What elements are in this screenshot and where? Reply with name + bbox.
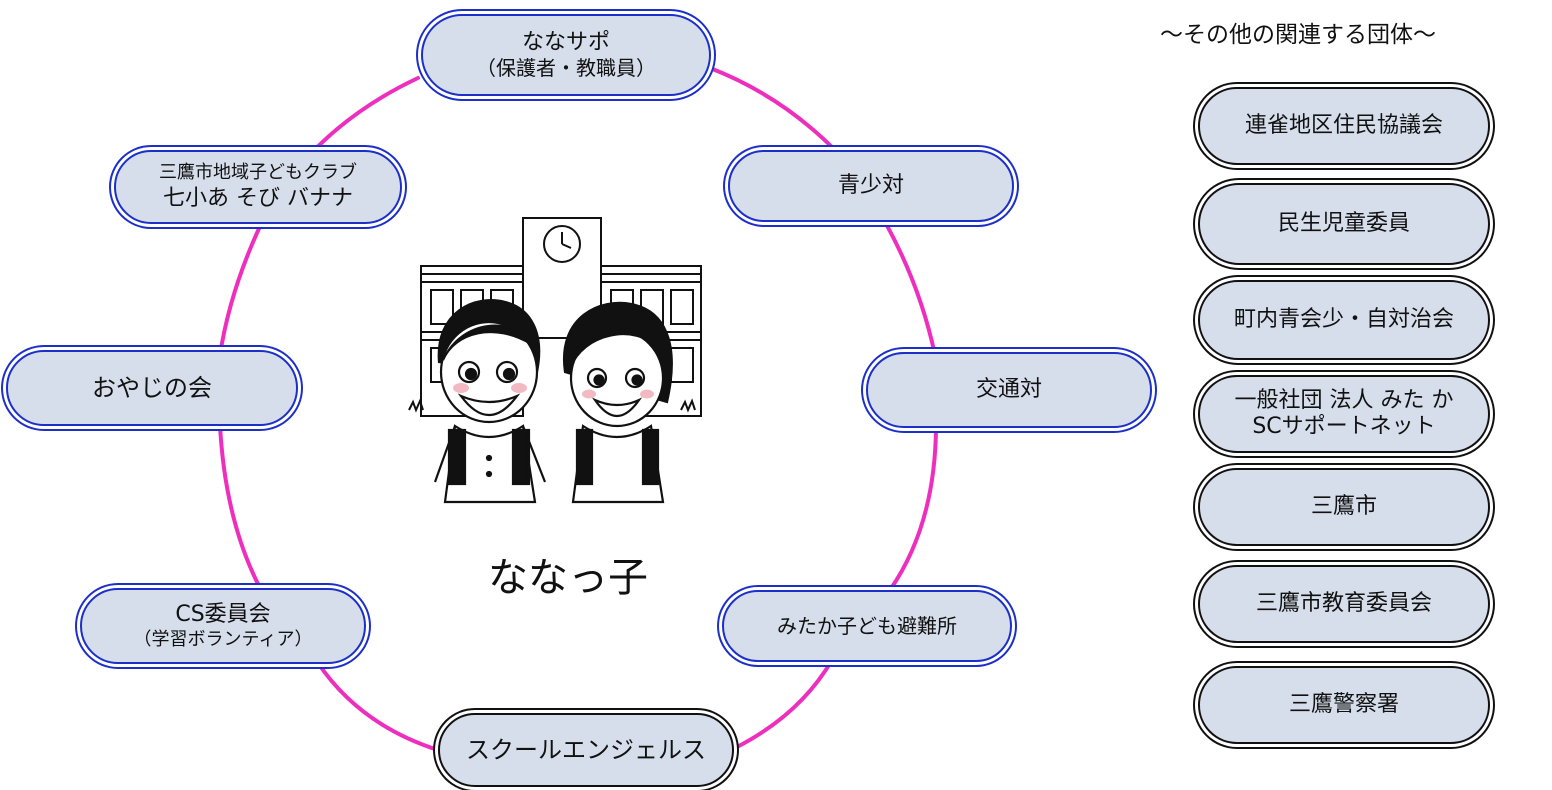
ring-segment [888,426,938,592]
node-cs-iinkai-title: CS委員会 [175,602,271,627]
node-kodomo-club: 三鷹市地域子どもクラブ 七小あ そび バナナ [114,150,402,224]
side-item-line2: SCサポートネット [1252,414,1436,439]
ring-segment [303,76,420,162]
node-kotsutai-label: 交通対 [975,377,1042,403]
side-item-label: 三鷹警察署 [1288,691,1399,717]
side-item: 三鷹市教育委員会 [1198,565,1490,643]
side-item-label: 三鷹市 [1310,493,1377,519]
ring-segment [218,220,264,357]
ring-segment [708,66,837,152]
side-item-label: 三鷹市教育委員会 [1255,590,1432,616]
center-label: ななっ子 [488,555,648,601]
node-kotsutai: 交通対 [866,352,1152,428]
node-kodomo-hinanjo-label: みたか子ども避難所 [777,613,957,638]
node-kodomo-hinanjo: みたか子ども避難所 [722,590,1012,662]
node-cs-iinkai-subtitle: （学習ボランティア） [133,628,313,650]
node-oyaji-no-kai: おやじの会 [6,350,298,426]
side-item-label: 民生児童委員 [1277,210,1410,236]
side-item: 三鷹警察署 [1198,666,1490,744]
node-nanasapo-title: ななサポ [521,29,610,55]
school-children-illustration [408,217,702,504]
node-cs-iinkai: CS委員会 （学習ボランティア） [80,588,366,664]
node-nanasapo-subtitle: （保護者・教職員） [476,56,656,81]
node-school-angels: スクールエンジェルス [438,713,734,787]
side-item-label: 連雀地区住民協議会 [1244,112,1443,138]
node-seishotai-label: 青少対 [837,173,904,199]
side-item-label: 町内青会少・自対治会 [1233,306,1454,332]
node-oyaji-no-kai-label: おやじの会 [92,374,212,402]
side-header: ～その他の関連する団体～ [1160,22,1436,48]
node-nanasapo: ななサポ （保護者・教職員） [421,14,711,96]
ring-segment [316,661,440,752]
node-kodomo-club-title: 三鷹市地域子どもクラブ [159,162,357,183]
side-item: 三鷹市 [1198,468,1490,546]
node-kodomo-club-subtitle: 七小あ そび バナナ [163,185,353,211]
ring-segment [733,658,834,750]
side-item-line1: 一般社団 法人 みた か [1234,387,1454,413]
side-item: 町内青会少・自対治会 [1198,280,1490,360]
side-item: 民生児童委員 [1198,183,1490,265]
side-item: 連雀地区住民協議会 [1198,87,1490,165]
node-seishotai: 青少対 [728,150,1014,222]
node-school-angels-label: スクールエンジェルス [466,735,706,764]
ring-segment [218,423,262,590]
side-item: 一般社団 法人 みた か SCサポートネット [1198,375,1490,453]
ring-segment [883,220,937,357]
